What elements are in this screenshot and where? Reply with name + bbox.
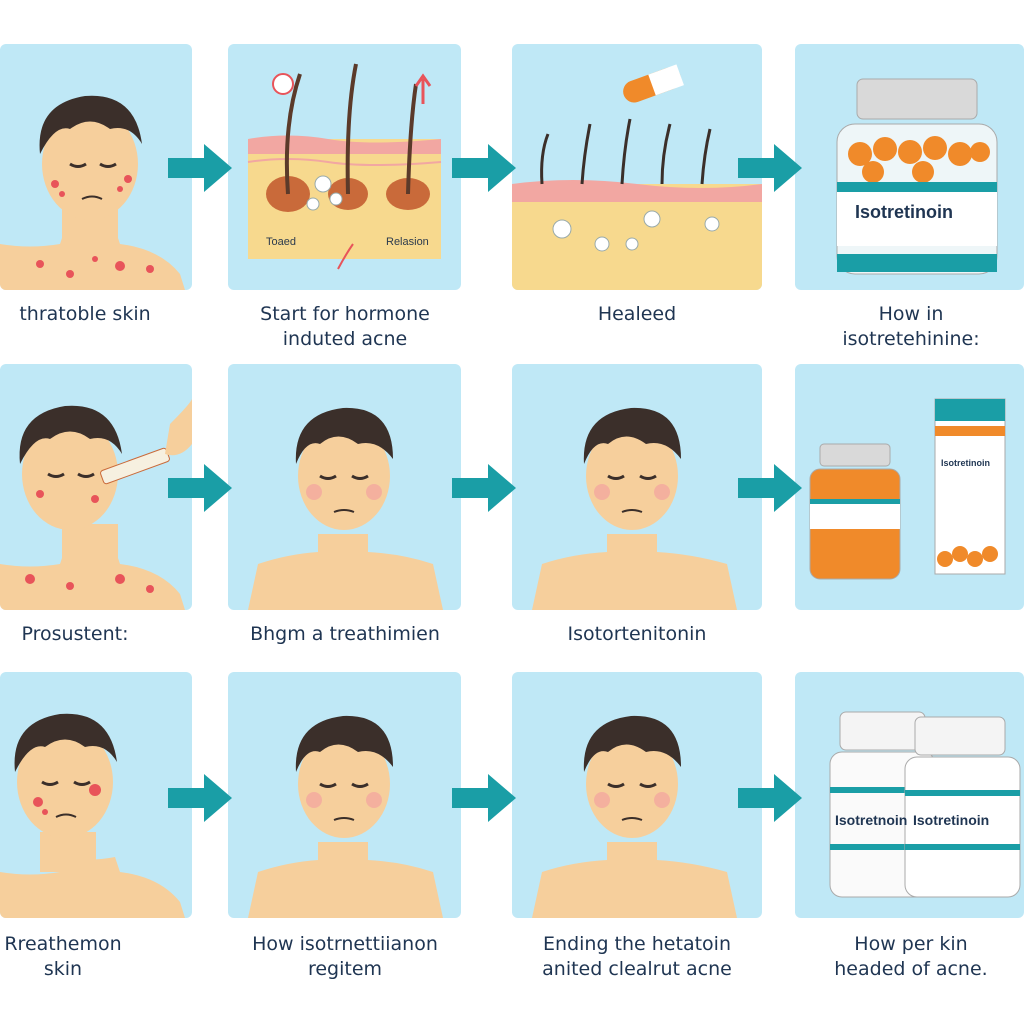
label-toaed: Toaed: [266, 236, 296, 248]
box-label: Isotretinoin: [941, 458, 990, 468]
panel-pill-bottle: Isotretinoin: [795, 44, 1024, 290]
arrow-right-icon: [452, 144, 516, 192]
arrow-right-icon: [738, 774, 802, 822]
arrow-right-icon: [738, 144, 802, 192]
bottle-label-back: Isotretnoin: [835, 812, 908, 828]
caption-r3-c1: Rreathemon skin: [4, 933, 122, 980]
caption-r3-c2: How isotrnettiianon regitem: [252, 933, 438, 980]
caption-r2-c2: Bhgm a treathimien: [250, 623, 440, 645]
caption-r2-c1: Prosustent:: [21, 623, 129, 645]
clear-face-icon: [532, 407, 737, 610]
caption-r1-c4: How in isotretehinine:: [842, 303, 980, 350]
panel-healed-layer: [512, 44, 762, 290]
label-relasion: Relasion: [386, 236, 429, 248]
caption-r3-c3: Ending the hetatoin anited clealrut acne: [542, 933, 732, 980]
panel-injection: [0, 364, 192, 610]
panel-clear-face-4: [512, 672, 762, 918]
panel-clear-face-1: [228, 364, 461, 610]
skin-layer-icon: [247, 63, 442, 270]
arrow-right-icon: [452, 464, 516, 512]
bottle-label-front: Isotretinoin: [913, 812, 990, 828]
skin-layer-healed-icon: [512, 64, 762, 290]
clear-face-icon: [248, 715, 443, 918]
injection-face-icon: [0, 399, 192, 610]
panel-acne-face-2: [0, 672, 192, 918]
acne-face-icon: [0, 95, 185, 290]
panel-acne-skin: [0, 44, 192, 290]
pill-bottle-icon: [836, 78, 998, 275]
pill-bottles-icon: [829, 711, 1021, 898]
panel-pill-bottles: Isotretnoin Isotretinoin: [795, 672, 1024, 918]
arrow-right-icon: [452, 774, 516, 822]
panel-skin-layer: Toaed Relasion: [228, 44, 461, 290]
acne-face-icon: [0, 713, 185, 918]
caption-r1-c2: Start for hormone induted acne: [260, 303, 430, 350]
panel-clear-face-2: [512, 364, 762, 610]
arrow-right-icon: [168, 464, 232, 512]
clear-face-icon: [532, 715, 737, 918]
caption-r1-c3: Healeed: [597, 303, 677, 325]
arrow-right-icon: [738, 464, 802, 512]
arrow-right-icon: [168, 774, 232, 822]
arrow-right-icon: [168, 144, 232, 192]
caption-r2-c3: Isotortenitonin: [567, 623, 707, 645]
caption-r1-c1: thratoble skin: [19, 303, 151, 325]
medication-box-icon: [809, 398, 1006, 580]
panel-medication-box: Isotretinoin: [795, 364, 1024, 610]
caption-r3-c4: How per kin headed of acne.: [834, 933, 988, 980]
panel-clear-face-3: [228, 672, 461, 918]
clear-face-icon: [248, 407, 443, 610]
bottle-label: Isotretinoin: [855, 202, 953, 222]
